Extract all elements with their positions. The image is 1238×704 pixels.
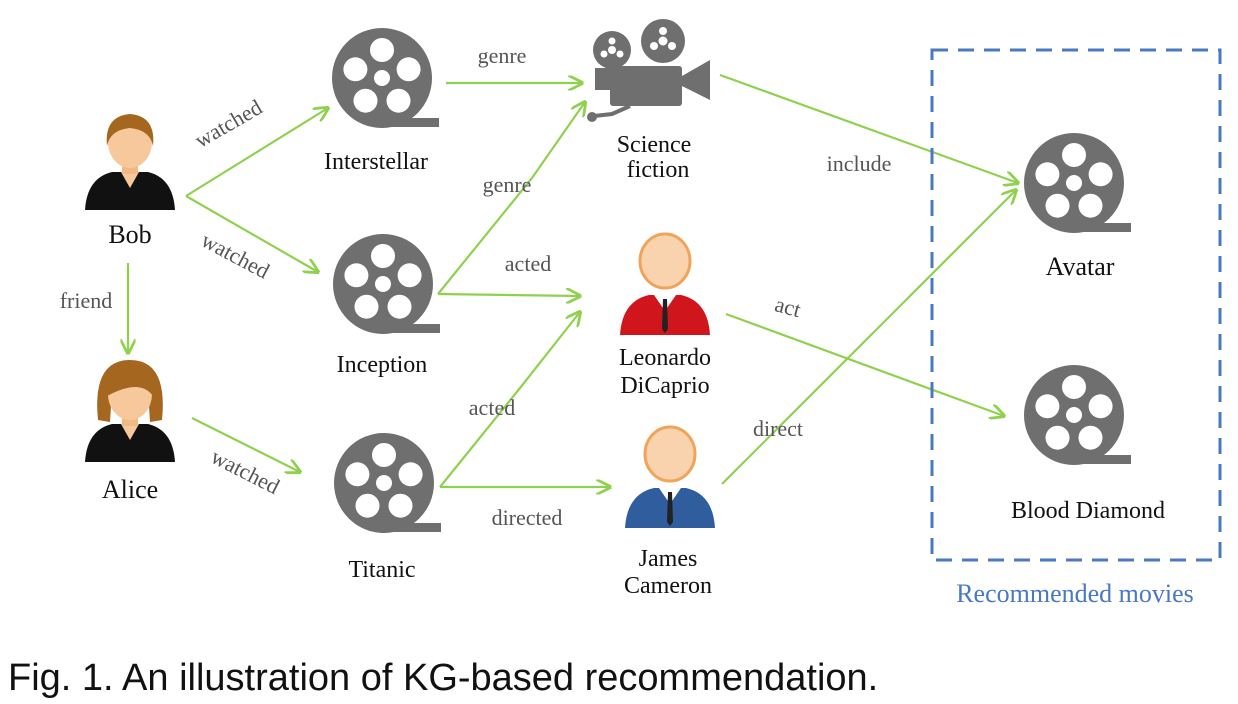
- edge-label-bob-inception: watched: [197, 227, 273, 283]
- edge-bob-interstellar: [185, 108, 328, 197]
- edge-label-inception-scifi: genre: [483, 172, 532, 197]
- film-reel-icon: [1024, 365, 1131, 465]
- edge-label-inception-leonardo: acted: [505, 251, 551, 276]
- edge-james-avatar: [721, 190, 1016, 485]
- edge-label-leonardo-blood: act: [772, 291, 803, 322]
- edges: [128, 73, 1018, 488]
- edge-scifi-avatar: [719, 73, 1018, 183]
- node-label-avatar: Avatar: [1046, 252, 1115, 281]
- node-label-interstellar: Interstellar: [324, 149, 428, 175]
- recommended-group-box: [930, 48, 1222, 562]
- node-label-titanic: Titanic: [348, 557, 415, 583]
- edge-label-bob-interstellar: watched: [190, 94, 266, 152]
- film-reel-icon: [333, 234, 440, 334]
- node-label-leonardo-line2: DiCaprio: [620, 373, 709, 399]
- edge-label-scifi-avatar: include: [827, 151, 892, 176]
- edge-inception-leonardo: [437, 294, 580, 296]
- edge-alice-titanic: [191, 417, 300, 472]
- movie-camera-icon: [587, 19, 710, 122]
- edge-leonardo-blood: [725, 312, 1004, 416]
- node-label-leonardo-line1: Leonardo: [619, 345, 711, 371]
- edge-labels: watched watched friend watched genre gen…: [60, 43, 892, 530]
- edge-label-titanic-leonardo: acted: [469, 395, 515, 420]
- film-reel-icon: [332, 28, 439, 128]
- film-reel-icon: [334, 433, 441, 533]
- edge-titanic-leonardo: [439, 312, 580, 488]
- node-label-bob: Bob: [108, 220, 151, 249]
- node-james: James Cameron: [623, 425, 717, 599]
- recommended-group-label: Recommended movies: [956, 579, 1194, 608]
- node-blood-diamond: Blood Diamond: [1011, 365, 1165, 524]
- node-label-science-fiction-line1: Science: [617, 132, 692, 158]
- node-leonardo: Leonardo DiCaprio: [618, 232, 712, 399]
- node-interstellar: Interstellar: [324, 28, 439, 175]
- edge-label-alice-titanic: watched: [207, 444, 284, 500]
- edge-label-interstellar-scifi: genre: [478, 43, 527, 68]
- person-icon: [623, 425, 717, 530]
- node-avatar: Avatar: [1024, 133, 1131, 281]
- edge-inception-scifi: [437, 102, 585, 295]
- edge-label-bob-alice: friend: [60, 288, 113, 313]
- person-icon: [85, 114, 175, 210]
- person-icon: [85, 360, 175, 462]
- node-science-fiction: Science fiction: [587, 19, 710, 183]
- node-label-blood-diamond: Blood Diamond: [1011, 498, 1165, 524]
- film-reel-icon: [1024, 133, 1131, 233]
- node-label-james-line1: James: [639, 546, 698, 572]
- node-label-inception: Inception: [337, 352, 428, 378]
- figure-caption: Fig. 1. An illustration of KG-based reco…: [8, 657, 878, 699]
- node-label-science-fiction-line2: fiction: [627, 157, 690, 183]
- node-label-james-line2: Cameron: [624, 573, 712, 599]
- node-bob: Bob: [85, 114, 175, 249]
- edge-label-james-avatar: direct: [753, 416, 803, 441]
- node-inception: Inception: [333, 234, 440, 378]
- person-icon: [618, 232, 712, 337]
- node-alice: Alice: [85, 360, 175, 504]
- node-label-alice: Alice: [102, 475, 158, 504]
- edge-bob-inception: [185, 195, 318, 272]
- edge-label-titanic-james: directed: [492, 505, 563, 530]
- node-titanic: Titanic: [334, 433, 441, 583]
